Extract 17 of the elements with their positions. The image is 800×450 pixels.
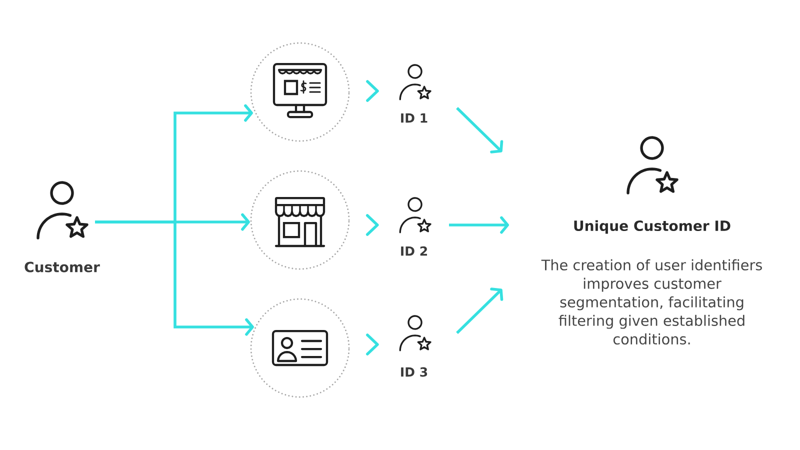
person-icon (36, 181, 88, 240)
arrow (456, 288, 504, 334)
node-label: Customer (24, 262, 100, 272)
person-icon (399, 315, 432, 352)
node-label: ID 1 (401, 113, 428, 123)
person-icon (399, 197, 432, 234)
arrow (449, 216, 509, 234)
chevron-arrow (366, 80, 379, 102)
description: The creation of user identifiers improves customer segmentation, facilitating filtering given established conditions. (541, 259, 762, 345)
heading: Unique Customer ID (574, 220, 730, 234)
node-label: ID 2 (401, 246, 427, 256)
arrow (95, 220, 254, 336)
arrow (456, 107, 504, 154)
node-label: ID 3 (401, 367, 428, 377)
chevron-arrow (366, 214, 379, 236)
person-icon (399, 64, 432, 100)
chevron-arrow (366, 334, 379, 356)
